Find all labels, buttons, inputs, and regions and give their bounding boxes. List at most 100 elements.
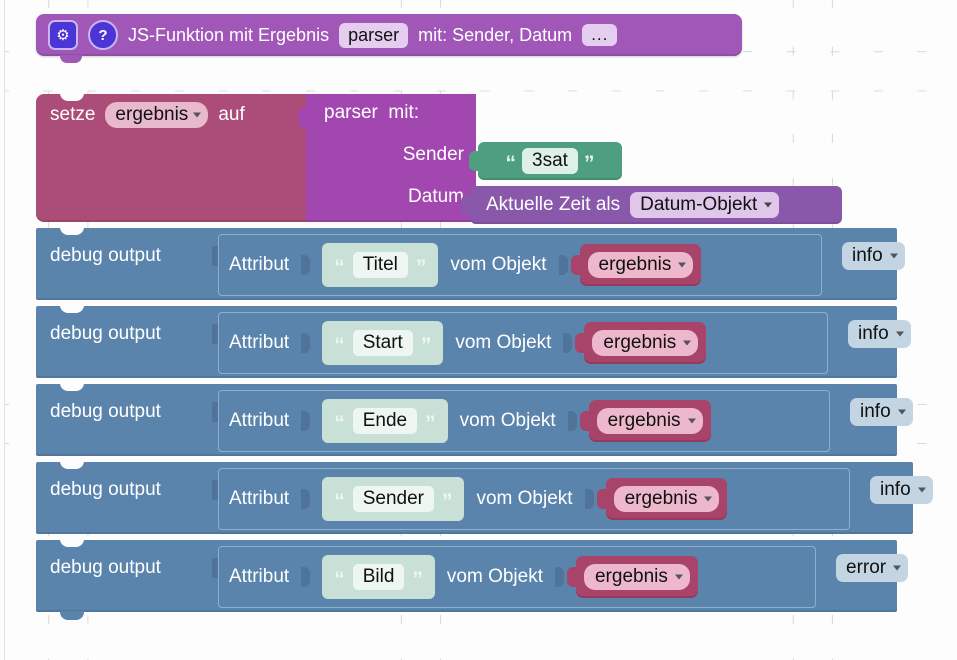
date-format-dropdown[interactable]: Datum-Objekt — [630, 192, 780, 218]
debug-level-dropdown[interactable]: info — [870, 476, 933, 504]
call-function-block[interactable]: parser mit: Sender Datum — [298, 94, 476, 222]
call-param-label-sender: Sender — [402, 144, 464, 165]
debug-output-label: debug output — [50, 323, 161, 344]
value-socket — [212, 246, 222, 266]
block-bottom-notch — [60, 611, 84, 620]
value-socket — [301, 489, 311, 509]
text-string-block[interactable]: “ Start ” — [322, 321, 444, 365]
attribute-name-field[interactable]: Titel — [352, 252, 408, 278]
value-socket — [212, 558, 222, 578]
set-variable-block[interactable]: setze ergebnis auf — [36, 93, 308, 222]
variable-get-block[interactable]: ergebnis — [575, 322, 707, 364]
workspace-left-edge — [4, 0, 5, 660]
get-attribute-block[interactable]: Attribut “ Ende ” vom Objekt ergebnis — [218, 390, 830, 452]
text-string-block-3sat[interactable]: “ 3sat ” — [469, 142, 622, 180]
variable-get-block[interactable]: ergebnis — [566, 556, 698, 598]
block-top-notch — [60, 93, 84, 101]
attribute-name-field[interactable]: Bild — [352, 564, 405, 590]
output-tab — [566, 567, 577, 587]
block-top-notch — [60, 305, 84, 313]
function-name-field[interactable]: parser — [339, 22, 409, 48]
variable-dropdown[interactable]: ergebnis — [587, 252, 694, 278]
debug-level-dropdown[interactable]: info — [842, 242, 905, 270]
text-string-block[interactable]: “ Ende ” — [322, 399, 448, 443]
debug-output-block[interactable]: debug output Attribut “ Bild ” vom Objek… — [36, 539, 909, 620]
current-time-label: Aktuelle Zeit als — [486, 194, 621, 215]
function-params-label: mit: Sender, Datum — [418, 24, 573, 45]
call-param-label-datum: Datum — [408, 186, 464, 207]
attribute-name-field[interactable]: Start — [352, 330, 413, 356]
value-socket — [301, 411, 311, 431]
gear-icon[interactable]: ⚙ — [48, 20, 78, 50]
output-tab — [570, 255, 581, 275]
debug-output-block[interactable]: debug output Attribut “ Start ” vom Obje… — [36, 305, 911, 378]
debug-output-label: debug output — [50, 401, 161, 422]
value-socket — [567, 411, 577, 431]
from-object-label: vom Objekt — [476, 488, 573, 509]
get-attribute-block[interactable]: Attribut “ Sender ” vom Objekt ergebnis — [218, 468, 850, 530]
chevron-down-icon — [897, 409, 906, 415]
chevron-down-icon — [893, 565, 902, 571]
value-socket — [212, 402, 222, 422]
function-more-button[interactable]: ... — [582, 24, 618, 46]
value-socket — [563, 333, 573, 353]
chevron-down-icon — [889, 253, 898, 259]
output-tab — [579, 411, 590, 431]
value-socket — [212, 480, 222, 500]
debug-level-value: info — [858, 323, 889, 344]
block-top-notch — [60, 539, 84, 547]
debug-level-dropdown[interactable]: info — [850, 398, 913, 426]
get-attribute-block[interactable]: Attribut “ Start ” vom Objekt ergebnis — [218, 312, 828, 374]
get-attribute-block[interactable]: Attribut “ Titel ” vom Objekt ergebnis — [218, 234, 822, 296]
attribute-label: Attribut — [229, 488, 290, 509]
from-object-label: vom Objekt — [459, 410, 556, 431]
variable-name: ergebnis — [607, 410, 681, 431]
variable-get-block[interactable]: ergebnis — [570, 244, 702, 286]
variable-dropdown[interactable]: ergebnis — [596, 408, 703, 434]
value-socket — [554, 567, 564, 587]
attribute-name-field[interactable]: Sender — [352, 486, 434, 512]
function-label-prefix: JS-Funktion mit Ergebnis — [128, 24, 330, 45]
from-object-label: vom Objekt — [446, 566, 543, 587]
debug-level-dropdown[interactable]: error — [836, 554, 909, 582]
set-variable-dropdown[interactable]: ergebnis — [105, 102, 209, 128]
debug-output-label: debug output — [50, 245, 161, 266]
attribute-label: Attribut — [229, 332, 290, 353]
debug-level-dropdown[interactable]: info — [848, 320, 911, 348]
variable-name: ergebnis — [594, 566, 668, 587]
text-string-block[interactable]: “ Bild ” — [322, 555, 435, 599]
text-string-block[interactable]: “ Titel ” — [322, 243, 439, 287]
value-socket — [212, 324, 222, 344]
chevron-down-icon — [683, 340, 692, 346]
get-attribute-block[interactable]: Attribut “ Bild ” vom Objekt ergebnis — [218, 546, 816, 608]
help-icon[interactable]: ? — [88, 20, 118, 50]
chevron-down-icon — [764, 202, 773, 208]
variable-dropdown[interactable]: ergebnis — [583, 564, 690, 590]
date-format-value: Datum-Objekt — [640, 194, 758, 215]
variable-name: ergebnis — [603, 332, 677, 353]
call-function-name: parser — [324, 102, 378, 123]
attribute-name-field[interactable]: Ende — [352, 408, 418, 434]
debug-level-value: info — [880, 479, 911, 500]
value-socket — [558, 255, 568, 275]
function-definition-block[interactable]: ⚙ ? JS-Funktion mit Ergebnis parser mit:… — [36, 14, 742, 63]
chevron-down-icon — [917, 487, 926, 493]
chevron-down-icon — [895, 331, 904, 337]
debug-output-block[interactable]: debug output Attribut “ Ende ” vom Objek… — [36, 383, 913, 456]
current-time-block[interactable]: Aktuelle Zeit als Datum-Objekt — [461, 186, 842, 224]
variable-get-block[interactable]: ergebnis — [579, 400, 711, 442]
variable-dropdown[interactable]: ergebnis — [613, 486, 720, 512]
string-value-field[interactable]: 3sat — [522, 148, 578, 174]
text-string-block[interactable]: “ Sender ” — [322, 477, 465, 521]
value-socket — [301, 567, 311, 587]
call-function-with-label: mit: — [388, 102, 420, 123]
debug-output-block[interactable]: debug output Attribut “ Sender ” vom Obj… — [36, 461, 933, 534]
variable-get-block[interactable]: ergebnis — [596, 478, 728, 520]
output-tab — [596, 489, 607, 509]
debug-output-block[interactable]: debug output Attribut “ Titel ” vom Obje… — [36, 227, 905, 300]
from-object-label: vom Objekt — [450, 254, 547, 275]
chevron-down-icon — [704, 496, 713, 502]
variable-name: ergebnis — [598, 254, 672, 275]
variable-dropdown[interactable]: ergebnis — [592, 330, 699, 356]
